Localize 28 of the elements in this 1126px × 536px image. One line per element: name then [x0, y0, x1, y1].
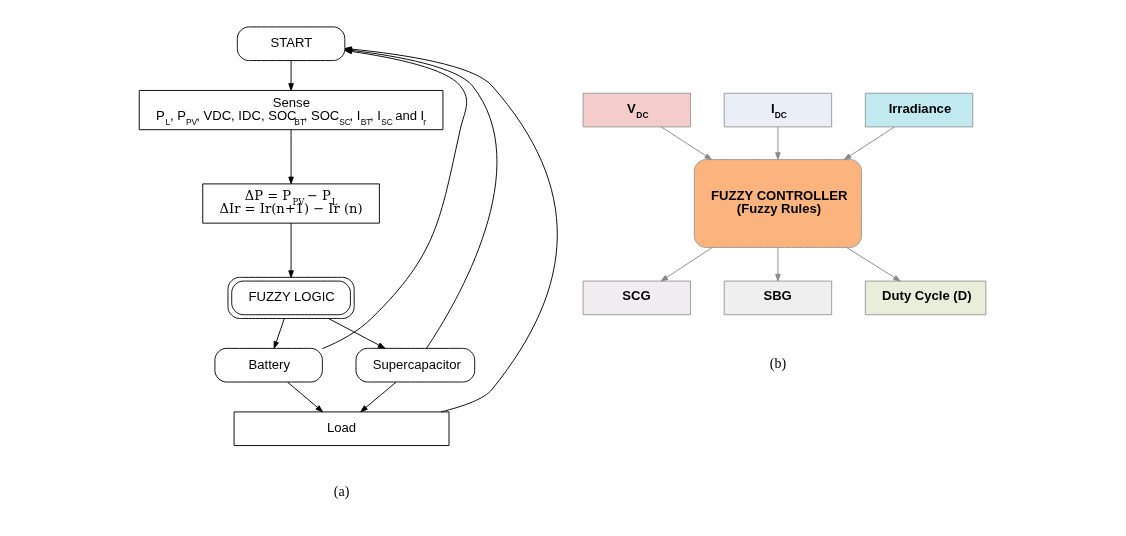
- node-box: SCG: [582, 280, 691, 316]
- arrow: [360, 381, 397, 413]
- node-box: Load: [233, 411, 450, 446]
- arrow: [287, 381, 323, 413]
- node-box: I$_{DC}$: [723, 92, 833, 128]
- arrow: [775, 126, 781, 160]
- arrow: [288, 222, 294, 278]
- arrow: [660, 126, 712, 160]
- node-box: Battery: [214, 347, 323, 383]
- node-box: Sense P$_{L}$, P$_{PV}$, VDC, IDC, SOC$_{BT}$, SOC$_{SC}$, I$_{BT}$, I$_{SC}$ and I$_{r}$: [138, 90, 444, 131]
- label: (b): [769, 356, 787, 372]
- node-box: FUZZY CONTROLLER (Fuzzy Rules): [693, 159, 863, 248]
- node-box: Irradiance: [864, 92, 974, 128]
- arrow: [775, 247, 781, 282]
- label: (a): [333, 483, 350, 499]
- arrow: [327, 318, 386, 349]
- node-box: Supercapacitor: [355, 347, 476, 383]
- arrow: [273, 318, 285, 349]
- arrow: [843, 126, 895, 160]
- arrow: [660, 247, 713, 282]
- arrow: [288, 129, 294, 185]
- node-box: SBG: [723, 280, 833, 316]
- node-box: ΔP = P$_{PV}$ − P$_{L}$ ΔIr = Ir(n+1) − Ir (n): [202, 183, 380, 224]
- node-box: Duty Cycle (D): [864, 280, 987, 316]
- arrow: [846, 247, 901, 282]
- arrow: [288, 60, 294, 91]
- node-box: START: [236, 26, 346, 61]
- node-box: V$_{DC}$: [582, 92, 691, 128]
